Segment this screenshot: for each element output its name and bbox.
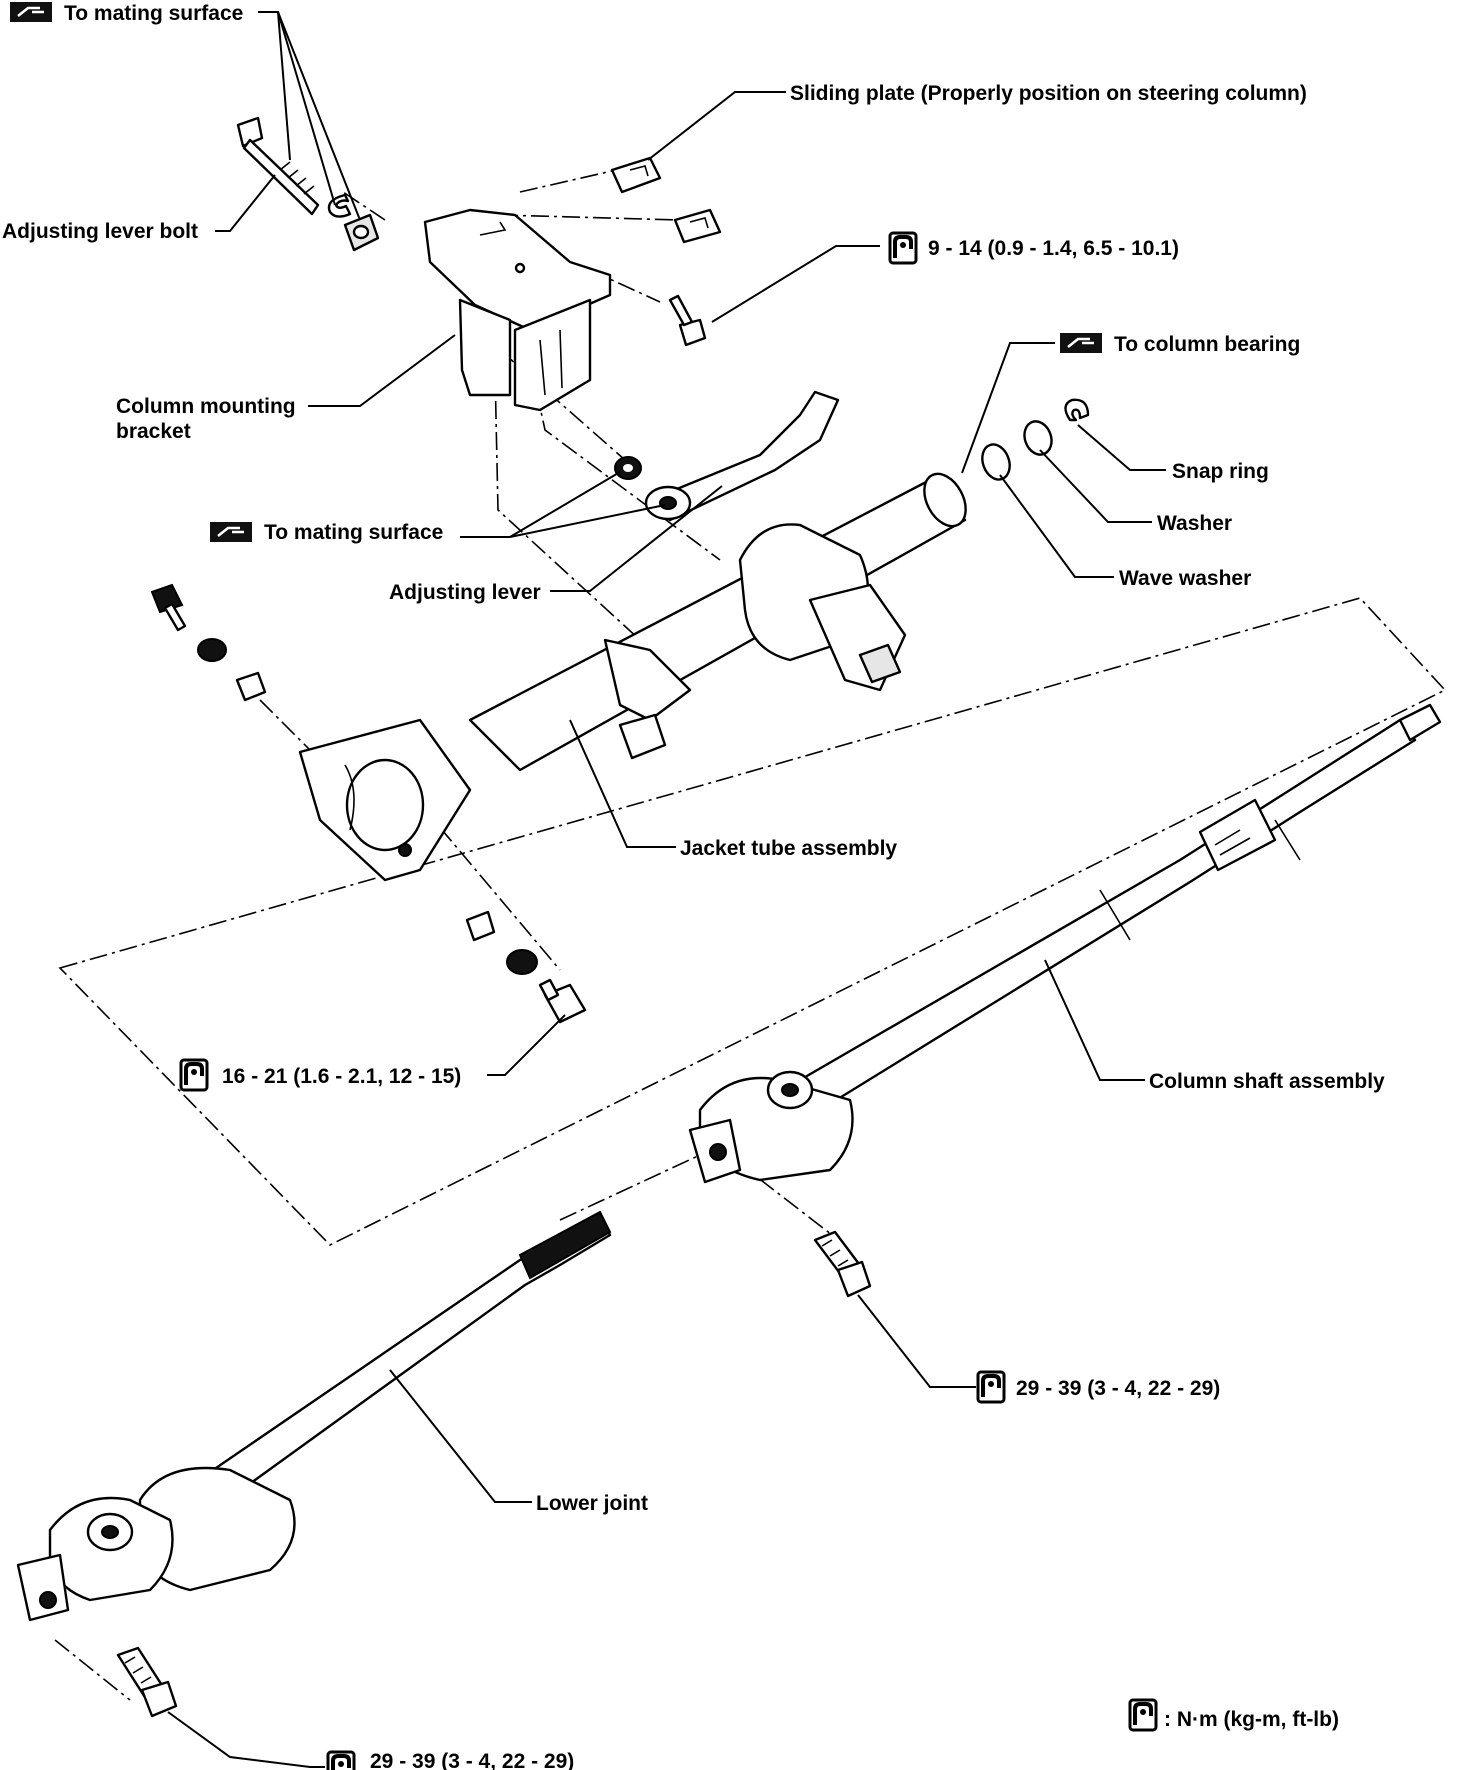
label-wave-washer: Wave washer xyxy=(1119,567,1251,590)
label-to-mating-surface-top: To mating surface xyxy=(64,2,243,25)
label-column-shaft-assembly: Column shaft assembly xyxy=(1149,1070,1385,1093)
label-washer: Washer xyxy=(1157,512,1232,535)
column-mounting-bracket xyxy=(423,208,612,412)
label-jacket-tube-assembly: Jacket tube assembly xyxy=(680,837,897,860)
adjusting-lever-bolt xyxy=(236,116,320,216)
adjusting-lever xyxy=(644,390,840,522)
jacket-upper-spacer xyxy=(235,671,267,702)
grease-symbol-icon xyxy=(208,520,254,544)
label-legend-units: : N·m (kg-m, ft-lb) xyxy=(1164,1708,1339,1731)
torque-wrench-icon xyxy=(976,1370,1006,1404)
torque-wrench-icon xyxy=(1128,1698,1158,1732)
snap-ring-part xyxy=(1064,398,1090,422)
label-torque-upper-joint-bolt: 29 - 39 (3 - 4, 22 - 29) xyxy=(1016,1377,1220,1400)
lever-washer-top xyxy=(343,213,380,252)
jacket-lower-spacer xyxy=(465,910,496,942)
lower-joint xyxy=(16,1210,612,1622)
column-shaft-assembly xyxy=(688,703,1442,1184)
sliding-plate-lower xyxy=(673,208,722,244)
lower-joint-bolt xyxy=(116,1646,178,1718)
jacket-tube-assembly xyxy=(298,472,967,882)
label-torque-lower-joint-bolt: 29 - 39 (3 - 4, 22 - 29) xyxy=(370,1750,574,1770)
grease-symbol-icon xyxy=(1058,331,1104,355)
grease-symbol-icon xyxy=(8,0,54,24)
label-sliding-plate: Sliding plate (Properly position on stee… xyxy=(790,82,1307,105)
sliding-plate-upper xyxy=(610,156,662,194)
label-adjusting-lever-bolt: Adjusting lever bolt xyxy=(2,220,198,243)
lever-nut xyxy=(614,456,642,480)
washer-part xyxy=(1023,420,1053,456)
label-column-mounting-bracket-line1: Column mounting xyxy=(116,395,296,418)
jacket-lower-washer xyxy=(506,949,538,975)
jacket-upper-bolt xyxy=(150,583,187,632)
label-adjusting-lever: Adjusting lever xyxy=(389,581,541,604)
jacket-lower-bolt xyxy=(538,978,587,1024)
label-to-mating-surface-mid: To mating surface xyxy=(264,521,443,544)
torque-wrench-icon xyxy=(888,231,918,265)
label-lower-joint: Lower joint xyxy=(536,1492,648,1515)
wave-washer-part xyxy=(981,443,1011,481)
label-torque-jacket-bolt: 16 - 21 (1.6 - 2.1, 12 - 15) xyxy=(222,1065,461,1088)
label-torque-bracket-bolt: 9 - 14 (0.9 - 1.4, 6.5 - 10.1) xyxy=(928,237,1179,260)
upper-joint-bolt xyxy=(813,1230,872,1298)
jacket-upper-washer xyxy=(197,638,227,662)
torque-wrench-icon xyxy=(179,1058,209,1092)
torque-wrench-icon xyxy=(326,1750,356,1770)
label-to-column-bearing: To column bearing xyxy=(1114,333,1300,356)
label-snap-ring: Snap ring xyxy=(1172,460,1269,483)
bracket-bolt xyxy=(668,294,707,347)
label-column-mounting-bracket-line2: bracket xyxy=(116,420,191,443)
leader-lines xyxy=(167,11,1166,1768)
